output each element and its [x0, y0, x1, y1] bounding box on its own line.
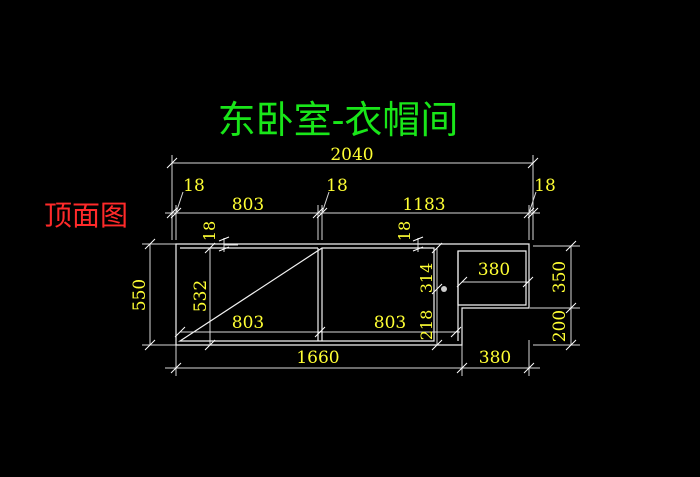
drawing-title: 东卧室-衣帽间 — [218, 98, 459, 142]
view-label: 顶面图 — [44, 199, 128, 232]
dim-right-bay-top: 1183 — [402, 195, 445, 215]
dim-left-wall-inner: 18 — [200, 221, 219, 241]
dim-overall-depth: 550 — [130, 279, 150, 311]
dim-left-bay-top: 803 — [232, 195, 264, 215]
dim-alcove-width: 380 — [478, 260, 510, 280]
dim-bottom-right: 380 — [479, 348, 511, 368]
dim-bottom-left: 1660 — [296, 348, 339, 368]
dim-right-upper: 350 — [550, 261, 570, 293]
dim-inner-depth: 532 — [191, 280, 211, 312]
plan-outline — [175, 243, 530, 346]
dim-right-gap: 18 — [534, 176, 556, 196]
dim-middle-bay-inner: 803 — [374, 313, 406, 333]
dim-left-bay-inner: 803 — [232, 313, 264, 333]
dimension-texts: 2040 18 18 18 803 1183 18 18 550 532 803… — [130, 145, 570, 368]
dim-overall-width: 2040 — [330, 145, 373, 165]
dim-left-gap: 18 — [183, 176, 205, 196]
marker-dot — [441, 286, 447, 292]
dim-middle-gap: 18 — [326, 176, 348, 196]
dim-right-lower: 200 — [550, 310, 570, 342]
dim-step-upper: 314 — [417, 263, 436, 294]
dimension-lines — [142, 155, 580, 376]
dim-right-wall-inner: 18 — [395, 221, 414, 241]
dim-step-lower: 218 — [417, 310, 436, 341]
